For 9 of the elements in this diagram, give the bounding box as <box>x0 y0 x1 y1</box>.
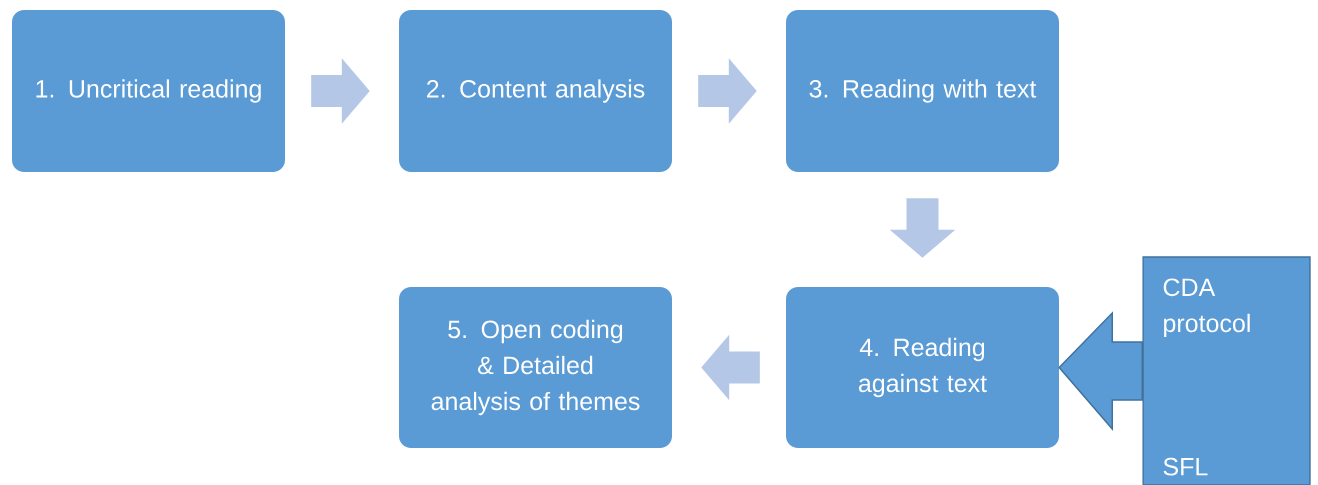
process-box: 4. Reading against text <box>786 287 1059 448</box>
callout-text: SFL <box>1163 457 1208 476</box>
callout-text: CDA protocol <box>1163 278 1250 338</box>
process-box: 1. Uncritical reading <box>12 10 285 172</box>
callout-box <box>1142 256 1311 485</box>
process-box: 2. Content analysis <box>399 10 672 172</box>
process-box: 3. Reading with text <box>786 10 1059 172</box>
process-box: 5. Open coding & Detailed analysis of themes <box>399 287 672 448</box>
block-arrow <box>1058 311 1143 432</box>
